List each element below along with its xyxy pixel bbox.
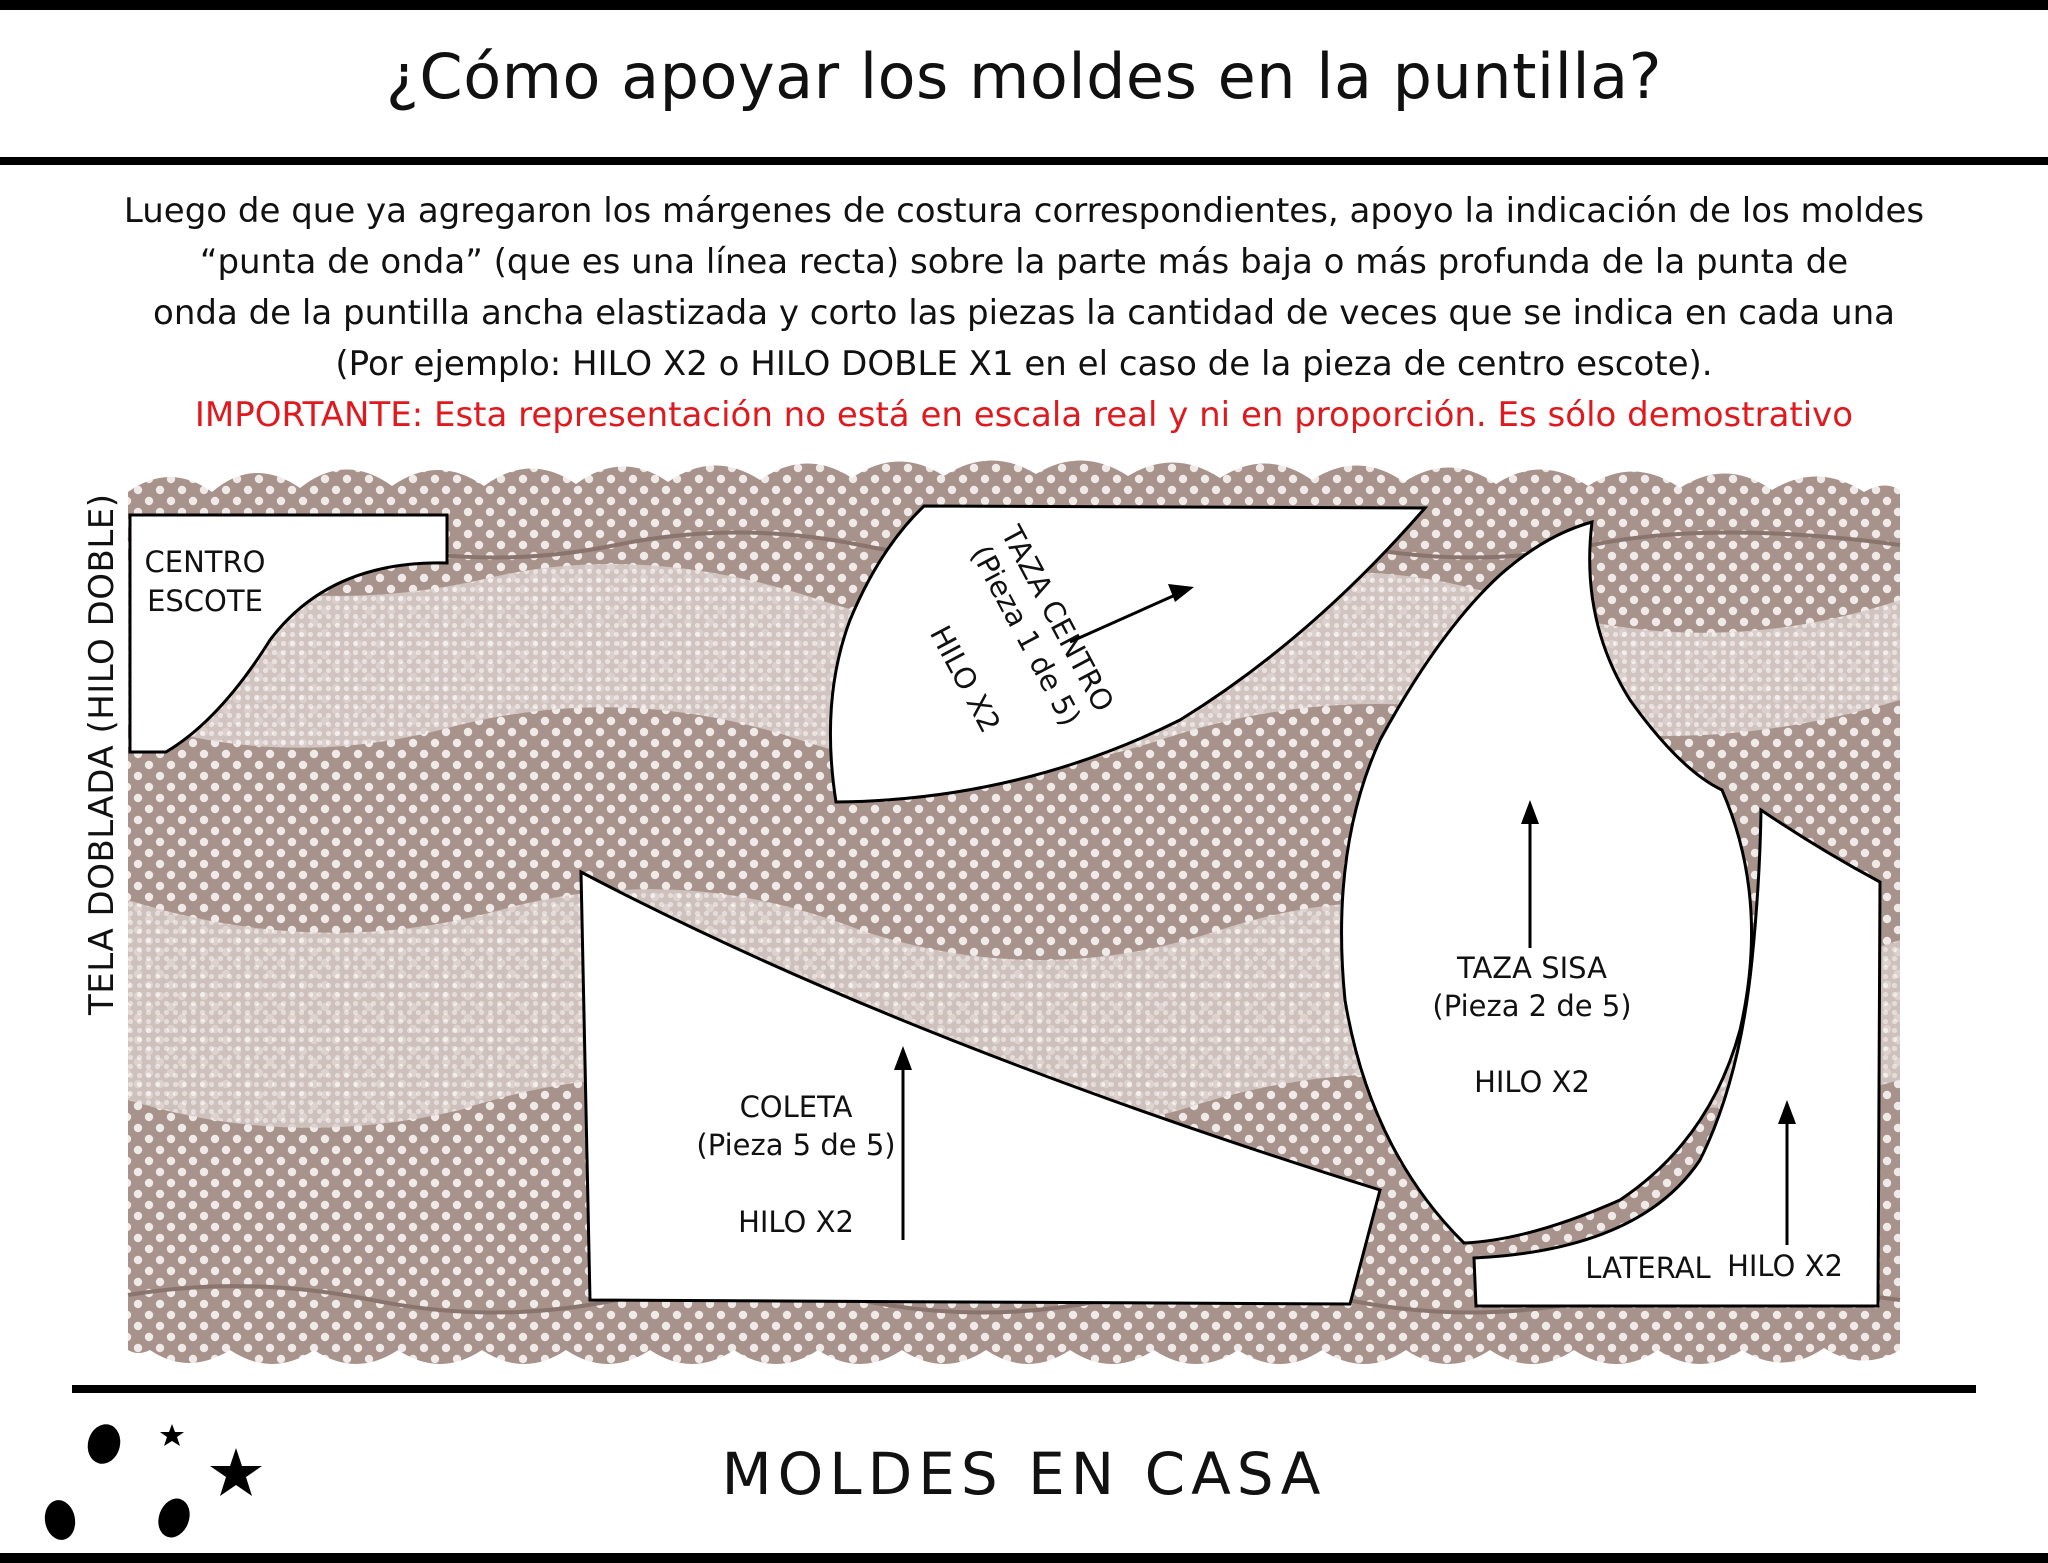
brand-logo xyxy=(44,1424,262,1540)
piece-coleta xyxy=(579,869,1382,1306)
intro-line-2: “punta de onda” (que es una línea recta)… xyxy=(199,242,1849,282)
title-underline xyxy=(0,157,2048,165)
piece-taza-centro xyxy=(828,504,1429,804)
top-rule xyxy=(0,0,2048,10)
coleta-grain: HILO X2 xyxy=(738,1205,854,1239)
coleta-name: COLETA xyxy=(740,1090,853,1124)
taza-sisa-piece: (Pieza 2 de 5) xyxy=(1432,989,1631,1023)
page-title: ¿Cómo apoyar los moldes en la puntilla? xyxy=(386,40,1662,113)
important-warning: IMPORTANTE: Esta representación no está … xyxy=(194,395,1854,435)
intro-text: Luego de que ya agregaron los márgenes d… xyxy=(20,186,2028,441)
brand-name: MOLDES EN CASA xyxy=(721,1440,1327,1508)
taza-centro-grain-arrow xyxy=(1069,590,1183,644)
taza-sisa-grain: HILO X2 xyxy=(1474,1065,1590,1099)
taza-sisa-name: TAZA SISA xyxy=(1456,951,1607,985)
taza-centro-arrowhead xyxy=(1168,584,1194,602)
lateral-arrowhead xyxy=(1778,1100,1796,1124)
lateral-grain: HILO X2 xyxy=(1727,1249,1843,1283)
coleta-arrowhead xyxy=(894,1046,912,1070)
bottom-rule xyxy=(0,1553,2048,1563)
taza-sisa-arrowhead xyxy=(1521,800,1539,824)
piece-lateral xyxy=(1472,807,1882,1308)
logo-large-star-icon xyxy=(210,1448,262,1496)
footer-rule xyxy=(72,1385,1976,1393)
logo-small-star-icon xyxy=(160,1424,184,1446)
logo-dot-2 xyxy=(44,1500,76,1540)
intro-line-3: onda de la puntilla ancha elastizada y c… xyxy=(153,293,1895,333)
lateral-name: LATERAL xyxy=(1585,1251,1710,1285)
logo-dot-3 xyxy=(158,1498,190,1538)
centro-escote-label-line2: ESCOTE xyxy=(147,584,263,618)
piece-taza-sisa xyxy=(1340,519,1754,1245)
piece-centro-escote xyxy=(128,513,449,754)
coleta-piece: (Pieza 5 de 5) xyxy=(696,1128,895,1162)
intro-line-1: Luego de que ya agregaron los márgenes d… xyxy=(123,191,1925,231)
lace-layout-diagram: CENTRO ESCOTE TAZA CENTRO (Pieza 1 de 5)… xyxy=(127,460,1901,1364)
logo-dot-1 xyxy=(87,1424,121,1464)
fold-label: TELA DOBLADA (HILO DOBLE) xyxy=(82,493,122,1015)
intro-line-4: (Por ejemplo: HILO X2 o HILO DOBLE X1 en… xyxy=(335,344,1713,384)
centro-escote-label-line1: CENTRO xyxy=(145,545,266,579)
